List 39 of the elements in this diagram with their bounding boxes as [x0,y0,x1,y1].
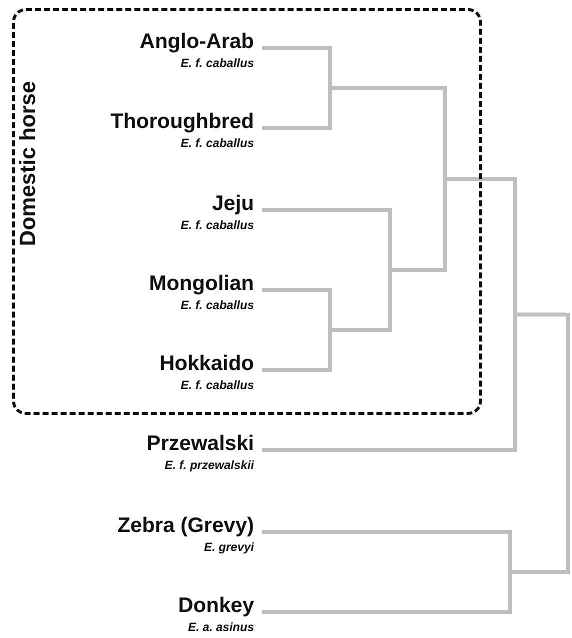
branch-line [392,268,443,272]
branch-line [332,328,388,332]
branch-line [262,448,513,452]
dashed-group-box [12,8,482,415]
branch-line [262,126,328,130]
group-title: Domestic horse [15,81,41,246]
species-name: E. f. caballus [180,55,254,71]
branch-bar [566,312,570,574]
taxon-name: Thoroughbred [110,110,254,134]
branch-line [262,530,508,534]
taxon-name: Mongolian [149,272,254,296]
species-name: E. f. przewalskii [164,457,254,473]
branch-line [262,610,508,614]
taxon-name: Anglo-Arab [140,30,254,54]
species-name: E. grevyi [204,539,254,555]
branch-line [262,368,328,372]
taxon-name: Donkey [178,594,254,618]
branch-line [262,208,388,212]
branch-line [447,177,513,181]
taxon-name: Zebra (Grevy) [117,514,254,538]
branch-bar [513,177,517,452]
branch-bar [443,86,447,272]
branch-line [332,86,443,90]
branch-line [512,570,566,574]
branch-line [262,288,328,292]
species-name: E. a. asinus [188,619,254,635]
taxon-name: Hokkaido [159,352,254,376]
branch-line [517,312,566,316]
branch-bar [328,288,332,372]
species-name: E. f. caballus [180,217,254,233]
species-name: E. f. caballus [180,135,254,151]
branch-line [262,46,328,50]
taxon-name: Jeju [212,192,254,216]
taxon-name: Przewalski [146,432,254,456]
species-name: E. f. caballus [180,297,254,313]
branch-bar [508,530,512,614]
species-name: E. f. caballus [180,377,254,393]
branch-bar [388,208,392,332]
branch-bar [328,46,332,130]
